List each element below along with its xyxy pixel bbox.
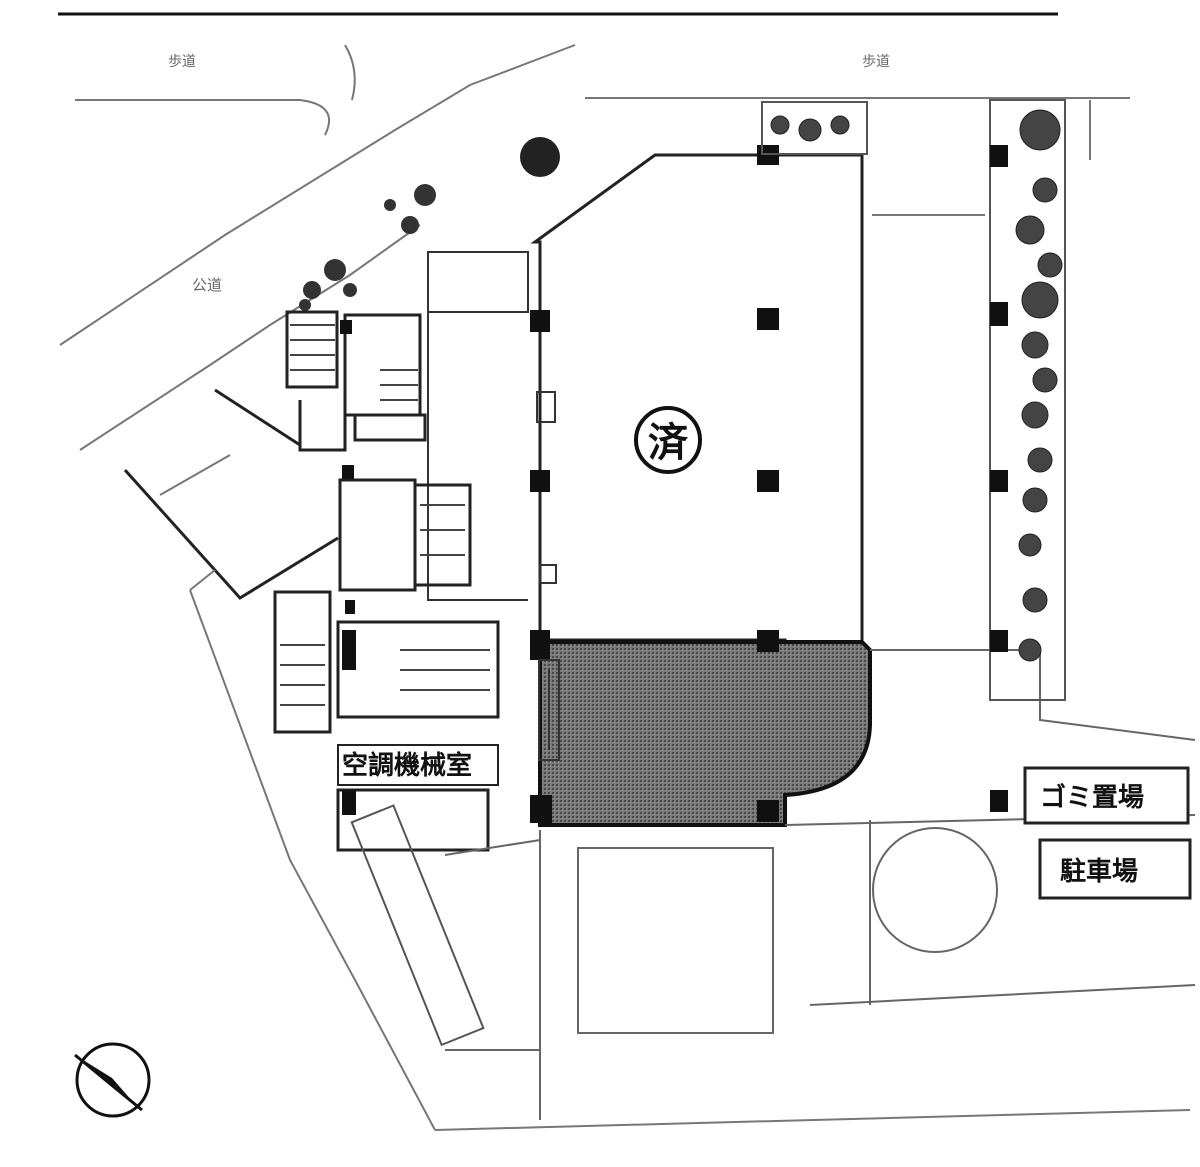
parking-label-box [1038, 838, 1192, 900]
tree-large [520, 137, 560, 177]
right-columns [990, 145, 1008, 812]
service-columns [340, 320, 356, 815]
seal-stamp-icon: 済 [634, 406, 702, 474]
garbage-area-label-box [1023, 766, 1190, 825]
property-boundary-left [189, 569, 1191, 1131]
main-building-outline [530, 153, 864, 644]
lower-center-area [444, 830, 774, 1120]
svg-text:済: 済 [648, 420, 689, 466]
service-block [273, 310, 500, 852]
parking-slot-lower-left [350, 804, 485, 1047]
core-strip [427, 251, 560, 761]
machine-room-label-box [337, 744, 499, 786]
ramp-structure [123, 388, 339, 600]
machine-room-label: 空調機械室 [342, 750, 472, 781]
parking-label: 駐車場 [1060, 857, 1138, 887]
garbage-area-label: ゴミ置場 [1040, 782, 1144, 813]
hatched-building-area [538, 640, 872, 827]
walkway-right-label: 歩道 [862, 54, 890, 70]
compass-north-arrow-icon [74, 1042, 151, 1118]
tree-line-right [761, 99, 1066, 701]
trees-right [770, 109, 1063, 662]
building-columns [530, 145, 779, 823]
stair-hatching [280, 324, 490, 706]
walkway-right-edge [585, 97, 1130, 160]
public-road-label: 公道 [192, 276, 222, 294]
street-trees-diagonal [299, 184, 436, 311]
road-outline [59, 44, 576, 496]
walkway-left-label: 歩道 [168, 54, 196, 70]
